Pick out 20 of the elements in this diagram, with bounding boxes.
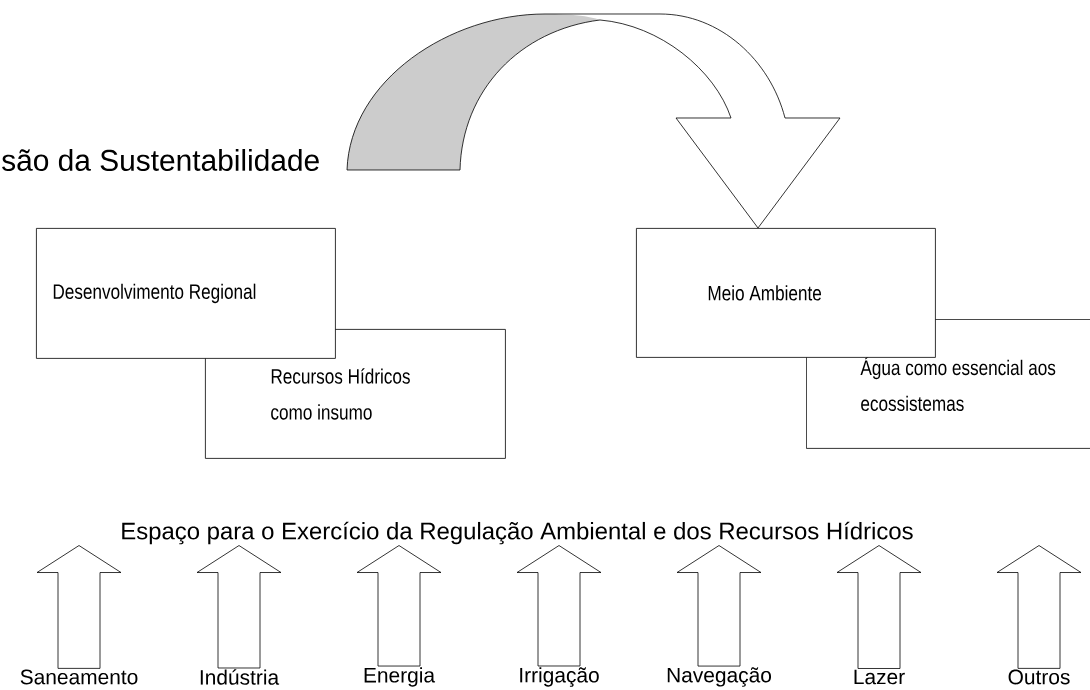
sector-label: Lazer [854,669,905,685]
heading: são da Sustentabilidade [2,149,319,171]
sector-label: Irrigação [520,667,599,687]
block-arrow [196,545,282,669]
sector-label: Indústria [200,669,280,685]
block-arrow [996,545,1082,669]
sector-label: Energia [364,667,436,687]
text-box: Recursos Hídricos como insumo [205,329,506,459]
block-arrow [36,545,122,669]
block-arrow [356,545,442,667]
block-arrow [676,545,762,667]
sector-label: Navegação [667,667,771,687]
heading: Espaço para o Exercício da Regulação Ambiental e dos Recursos Hídricos [122,521,913,545]
text-box: Desenvolvimento Regional [36,228,336,359]
text-box: Meio Ambiente [636,228,936,358]
sector-label: Saneamento [20,669,138,685]
block-arrow [516,545,602,667]
sector-label: Outros [1008,669,1070,685]
curved-arrow [346,13,841,229]
block-arrow [836,545,922,669]
